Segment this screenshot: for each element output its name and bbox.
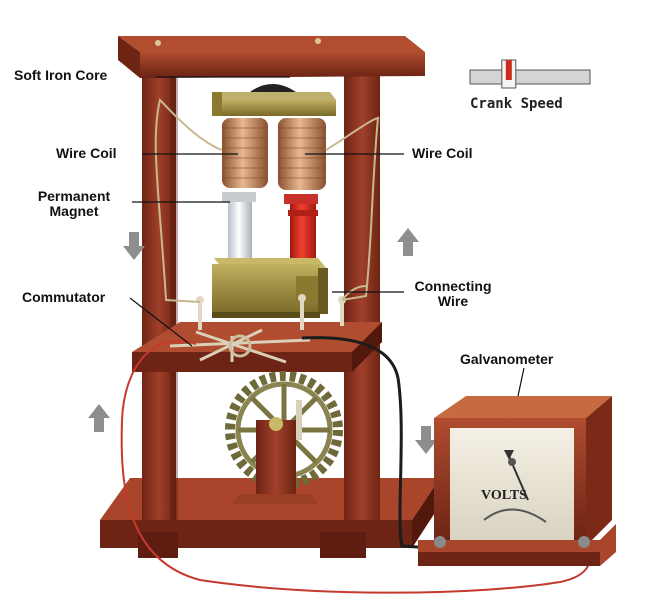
black-wire	[301, 336, 433, 550]
commutator-shape	[169, 328, 311, 364]
label-connecting-wire: Connecting Wire	[402, 279, 504, 309]
connecting-wires	[154, 98, 380, 303]
red-wire	[120, 340, 592, 594]
label-soft-iron-core: Soft Iron Core	[14, 67, 108, 83]
wire-coil-left-shape	[222, 118, 268, 188]
label-permanent-magnet-line2: Magnet	[49, 203, 99, 219]
wire-coil-right-shape	[278, 118, 326, 190]
crank-speed-label: Crank Speed	[470, 96, 563, 112]
arrow-down-left	[123, 232, 145, 260]
frame-posts	[142, 70, 380, 520]
label-wire-coil-left: Wire Coil	[56, 145, 117, 161]
arrow-up-bottom-left	[88, 404, 110, 432]
commutator-platform	[132, 322, 382, 372]
label-wire-coil-right: Wire Coil	[412, 145, 473, 161]
galvanometer-needle	[483, 450, 547, 523]
crank-speed-slider[interactable]	[469, 59, 591, 89]
label-connecting-wire-line1: Connecting	[414, 278, 492, 294]
top-beam	[118, 36, 425, 78]
gear-support	[232, 400, 318, 504]
permanent-magnet-shapes	[222, 192, 318, 260]
armature-block	[212, 258, 328, 318]
crank-speed-thumb[interactable]	[501, 59, 517, 89]
crank-speed-track[interactable]	[469, 69, 591, 85]
label-permanent-magnet-line1: Permanent	[37, 188, 111, 204]
arrow-down-bottom-right	[415, 426, 437, 454]
soft-iron-core	[212, 84, 336, 116]
label-galvanometer: Galvanometer	[460, 351, 554, 367]
label-commutator: Commutator	[22, 289, 106, 305]
arrow-up-right	[397, 228, 419, 256]
label-permanent-magnet: Permanent Magnet	[22, 189, 126, 219]
leader-lines	[129, 76, 525, 397]
label-connecting-wire-line2: Wire	[437, 293, 469, 309]
volts-dial-label: VOLTS	[481, 488, 527, 503]
galvanometer-device	[418, 396, 616, 566]
